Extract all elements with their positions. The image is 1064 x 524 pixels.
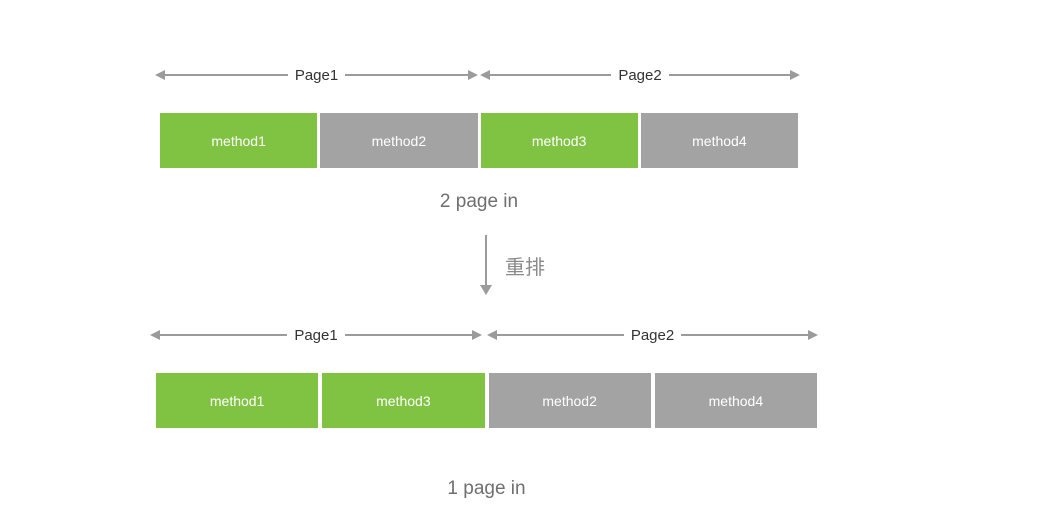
bottom-caption: 1 page in <box>447 478 526 499</box>
method-block: method3 <box>322 373 485 428</box>
arrow-left-icon <box>155 70 165 80</box>
transform-arrow <box>480 235 492 295</box>
method-label: method2 <box>371 132 427 149</box>
arrow-down-icon <box>480 285 492 295</box>
top-page2-extent-arrow: Page2 <box>480 66 800 84</box>
arrow-left-icon <box>150 330 160 340</box>
arrow-right-icon <box>468 70 478 80</box>
method-label: method4 <box>708 392 764 409</box>
arrow-left-icon <box>487 330 497 340</box>
arrow-left-icon <box>480 70 490 80</box>
bottom-block-row: method1 method3 method2 method4 <box>156 373 817 428</box>
arrow-line <box>485 235 487 285</box>
method-label: method3 <box>376 392 431 409</box>
arrow-line <box>165 74 288 76</box>
transform-label: 重排 <box>505 257 545 279</box>
method-label: method1 <box>209 392 265 409</box>
method-block: method1 <box>160 113 318 168</box>
page-label: Page1 <box>294 326 338 344</box>
arrow-line <box>681 334 808 336</box>
arrow-line <box>497 334 624 336</box>
arrow-right-icon <box>790 70 800 80</box>
arrow-line <box>668 74 790 76</box>
arrow-line <box>160 334 288 336</box>
bottom-page1-extent-arrow: Page1 <box>150 326 482 344</box>
arrow-right-icon <box>808 330 818 340</box>
method-block: method3 <box>480 113 638 168</box>
page-label: Page2 <box>618 66 662 84</box>
arrow-line <box>344 334 472 336</box>
method-block: method4 <box>654 373 817 428</box>
top-caption: 2 page in <box>439 191 519 212</box>
page-label: Page1 <box>294 66 339 84</box>
method-block: method1 <box>156 373 319 428</box>
method-label: method4 <box>692 132 747 149</box>
arrow-right-icon <box>472 330 482 340</box>
method-label: method3 <box>531 132 587 149</box>
top-page1-extent-arrow: Page1 <box>155 66 478 84</box>
top-block-row: method1 method2 method3 method4 <box>160 113 798 168</box>
method-block: method2 <box>320 113 478 168</box>
method-label: method2 <box>542 392 597 409</box>
arrow-line <box>345 74 468 76</box>
method-block: method2 <box>488 373 651 428</box>
method-label: method1 <box>211 132 266 149</box>
bottom-page2-extent-arrow: Page2 <box>487 326 818 344</box>
page-label: Page2 <box>630 326 675 344</box>
arrow-line <box>490 74 612 76</box>
method-block: method4 <box>640 113 798 168</box>
